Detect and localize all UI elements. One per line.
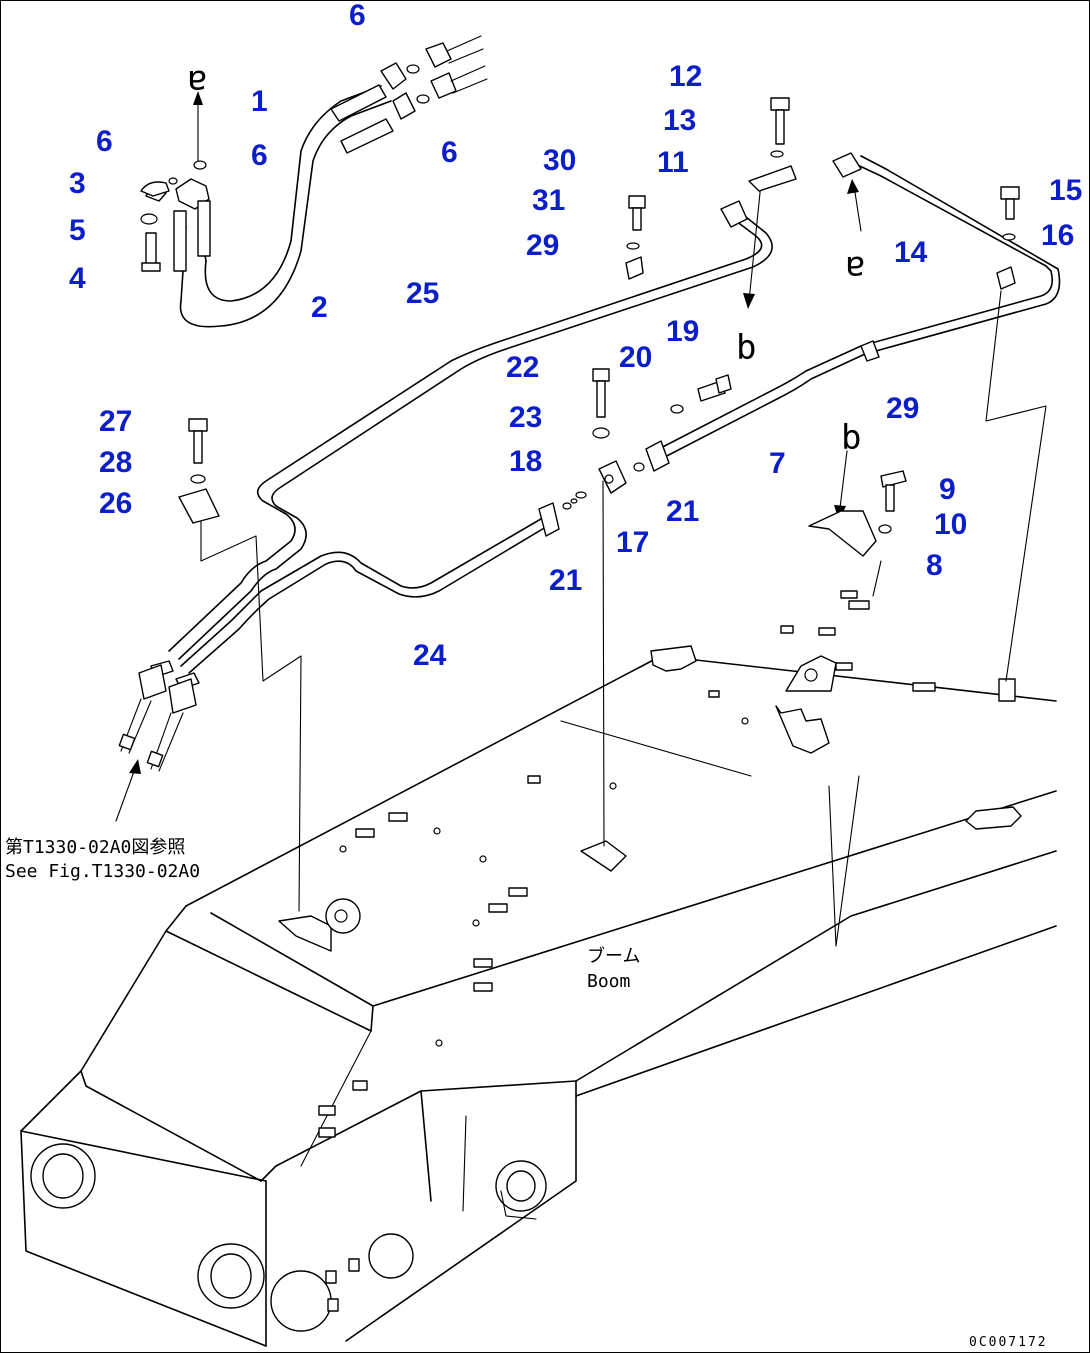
callout-11: 11 bbox=[657, 146, 689, 179]
drawing-code: 0C007172 bbox=[969, 1335, 1048, 1350]
callout-6: 6 bbox=[349, 0, 366, 32]
callout-18: 18 bbox=[509, 445, 543, 478]
boom-label-ja: ブーム bbox=[587, 946, 641, 967]
boom-structure bbox=[20, 590, 1057, 1347]
callout-10: 10 bbox=[934, 508, 968, 541]
callout-26: 26 bbox=[99, 487, 133, 520]
callout-2: 2 bbox=[311, 291, 328, 324]
reference-lines bbox=[115, 91, 1047, 947]
callout-6: 6 bbox=[96, 125, 113, 158]
callout-30: 30 bbox=[543, 144, 577, 177]
fittings bbox=[118, 35, 1020, 772]
see-fig-note-ja: 第T1330-02A0図参照 bbox=[5, 837, 186, 858]
callout-13: 13 bbox=[663, 104, 697, 137]
callout-4: 4 bbox=[69, 262, 86, 295]
pipes bbox=[168, 85, 1061, 674]
callout-6: 6 bbox=[251, 139, 268, 172]
ref-a-top: a bbox=[187, 62, 208, 102]
callout-7: 7 bbox=[769, 447, 786, 480]
callout-28: 28 bbox=[99, 446, 133, 479]
callout-8: 8 bbox=[926, 549, 943, 582]
callout-27: 27 bbox=[99, 405, 133, 438]
callout-22: 22 bbox=[506, 351, 540, 384]
ref-a-right: a bbox=[845, 248, 866, 288]
boom-label-en: Boom bbox=[587, 971, 631, 992]
callout-15: 15 bbox=[1049, 174, 1083, 207]
callout-12: 12 bbox=[669, 60, 703, 93]
ref-b-lower: b bbox=[841, 418, 862, 458]
callout-20: 20 bbox=[619, 341, 653, 374]
ref-b-upper: b bbox=[736, 328, 757, 368]
callout-1: 1 bbox=[251, 85, 268, 118]
callout-14: 14 bbox=[894, 236, 928, 269]
callout-17: 17 bbox=[616, 526, 650, 559]
callout-16: 16 bbox=[1041, 219, 1075, 252]
callout-31: 31 bbox=[532, 184, 566, 217]
callout-5: 5 bbox=[69, 214, 86, 247]
callout-3: 3 bbox=[69, 167, 86, 200]
see-fig-note-en: See Fig.T1330-02A0 bbox=[5, 861, 201, 882]
callout-9: 9 bbox=[939, 473, 956, 506]
callout-29: 29 bbox=[886, 392, 920, 425]
callout-19: 19 bbox=[666, 315, 700, 348]
callout-25: 25 bbox=[406, 277, 440, 310]
callout-24: 24 bbox=[413, 639, 447, 672]
callout-23: 23 bbox=[509, 401, 543, 434]
callout-29: 29 bbox=[526, 229, 560, 262]
top-clips bbox=[339, 590, 1016, 992]
callout-6: 6 bbox=[441, 136, 458, 169]
callout-21: 21 bbox=[666, 495, 700, 528]
callout-21: 21 bbox=[549, 564, 583, 597]
